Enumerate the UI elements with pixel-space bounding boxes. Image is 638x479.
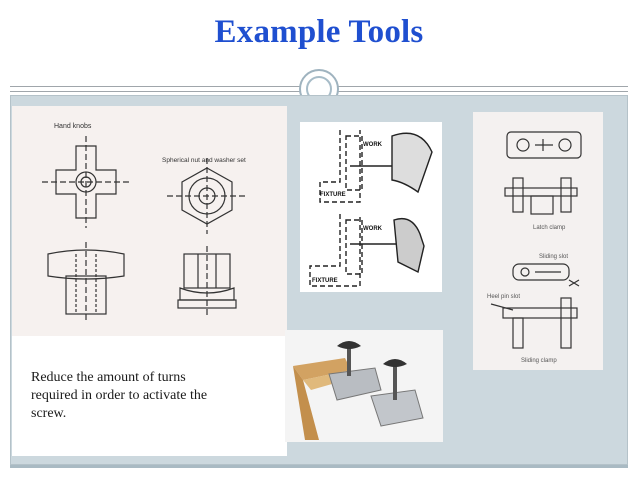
fixture-upper-assembly: [319, 130, 433, 203]
latch-clamp-top-view: [506, 131, 582, 159]
spherical-nut-label: Spherical nut and washer set: [162, 157, 246, 164]
heel-pin-label: Heel pin slot: [487, 294, 520, 300]
fixture-lower-assembly: [309, 214, 425, 287]
hand-knob-side-view: [47, 242, 125, 322]
sliding-clamp-label: Sliding clamp: [521, 358, 557, 364]
latch-clamp-label: Latch clamp: [533, 225, 566, 231]
caption-text: Reduce the amount of turns required in o…: [31, 370, 208, 421]
hand-knobs-label: Hand knobs: [54, 123, 92, 130]
sliding-slot-label: Sliding slot: [539, 254, 568, 260]
spherical-nut-side-view: [177, 246, 237, 318]
clamp-plate-left: [328, 341, 382, 401]
clamp-plate-right: [370, 359, 424, 427]
fixture-label-bottom: FIXTURE: [312, 278, 338, 284]
sliding-clamp-top-view: [512, 263, 580, 287]
work-label-top: WORK: [363, 142, 383, 148]
hand-knobs-drawing: Hand knobs Spherical nut and washer set: [12, 106, 287, 336]
fixture-label-top: FIXTURE: [320, 192, 346, 198]
work-label-bottom: WORK: [363, 226, 383, 232]
sliding-clamp-side-view: [490, 297, 578, 349]
caption-box: [12, 336, 287, 456]
latch-clamp-side-view: [504, 177, 578, 215]
slide-title: Example Tools: [214, 14, 424, 50]
wing-screw-photo-svg: [285, 330, 443, 442]
spherical-nut-top-view: [167, 158, 247, 234]
clamp-svg: Latch clamp Sliding slot Heel pin slot S…: [487, 131, 582, 364]
wing-screw-clamp-photo: [285, 330, 443, 442]
fixture-knob-drawing: WORK FIXTURE WORK FIXTURE: [300, 122, 442, 292]
fixture-knob-svg: WORK FIXTURE WORK FIXTURE: [309, 130, 433, 287]
hand-knob-top-view: [42, 136, 130, 228]
hand-knobs-svg: Hand knobs Spherical nut and washer set: [42, 123, 247, 322]
clamp-drawing: Latch clamp Sliding slot Heel pin slot S…: [473, 112, 603, 370]
bottom-band: [10, 465, 628, 468]
